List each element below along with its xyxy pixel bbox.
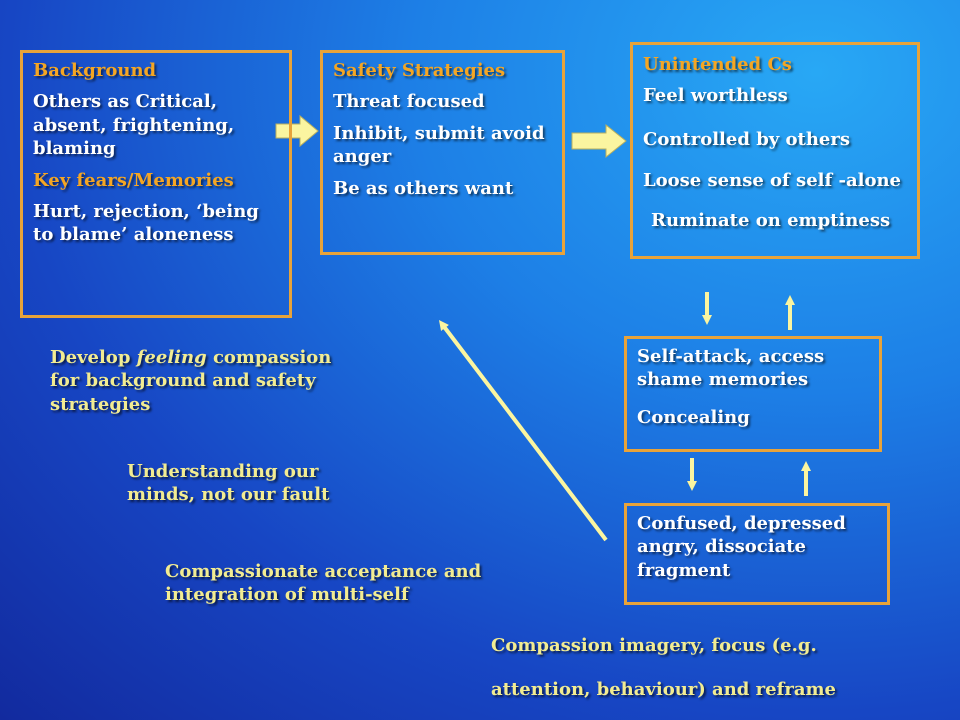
unintended-item: Loose sense of self -alone xyxy=(643,170,902,192)
acceptance-label: Compassionate acceptance and integration… xyxy=(165,561,482,606)
key-fears-text: Hurt, rejection, ‘being to blame’ alonen… xyxy=(33,200,259,246)
safety-item: Inhibit, submit avoid anger xyxy=(333,122,545,168)
confused-text: Confused, depressed angry, dissociate fr… xyxy=(637,513,846,581)
safety-item: Threat focused xyxy=(333,91,485,113)
safety-title: Safety Strategies xyxy=(333,60,506,81)
develop-compassion-label: Develop feeling compassion for backgroun… xyxy=(50,346,350,416)
understanding-label: Understanding our minds, not our fault xyxy=(127,461,330,506)
unintended-item: Feel worthless xyxy=(643,85,788,107)
develop-post: compassion for background and safety str… xyxy=(50,347,332,415)
unintended-item: Ruminate on emptiness xyxy=(651,209,891,231)
arrow-background-to-safety xyxy=(275,114,319,148)
background-text: Others as Critical, absent, frightening,… xyxy=(33,91,235,160)
safety-strategies-box: Safety Strategies Threat focused Inhibit… xyxy=(320,50,565,255)
imagery-label-line1: Compassion imagery, focus (e.g. xyxy=(491,635,817,656)
develop-pre: Develop xyxy=(50,347,137,368)
unintended-consequences-box: Unintended Cs Feel worthless Controlled … xyxy=(630,42,920,259)
concealing-text: Concealing xyxy=(637,406,750,428)
key-fears-title: Key fears/Memories xyxy=(33,169,234,191)
background-title: Background xyxy=(33,60,157,81)
unintended-title: Unintended Cs xyxy=(643,54,792,75)
self-attack-text: Self-attack, access shame memories xyxy=(637,346,825,391)
develop-emphasis: feeling xyxy=(136,347,207,368)
background-box: Background Others as Critical, absent, f… xyxy=(20,50,292,318)
arrow-safety-to-unintended xyxy=(571,123,627,159)
self-attack-box: Self-attack, access shame memories Conce… xyxy=(624,336,882,452)
arrow-confused-to-background xyxy=(438,320,608,542)
unintended-item: Controlled by others xyxy=(643,128,850,150)
confused-box: Confused, depressed angry, dissociate fr… xyxy=(624,503,890,605)
safety-item: Be as others want xyxy=(333,177,514,199)
imagery-label-line2: attention, behaviour) and reframe xyxy=(491,679,836,700)
